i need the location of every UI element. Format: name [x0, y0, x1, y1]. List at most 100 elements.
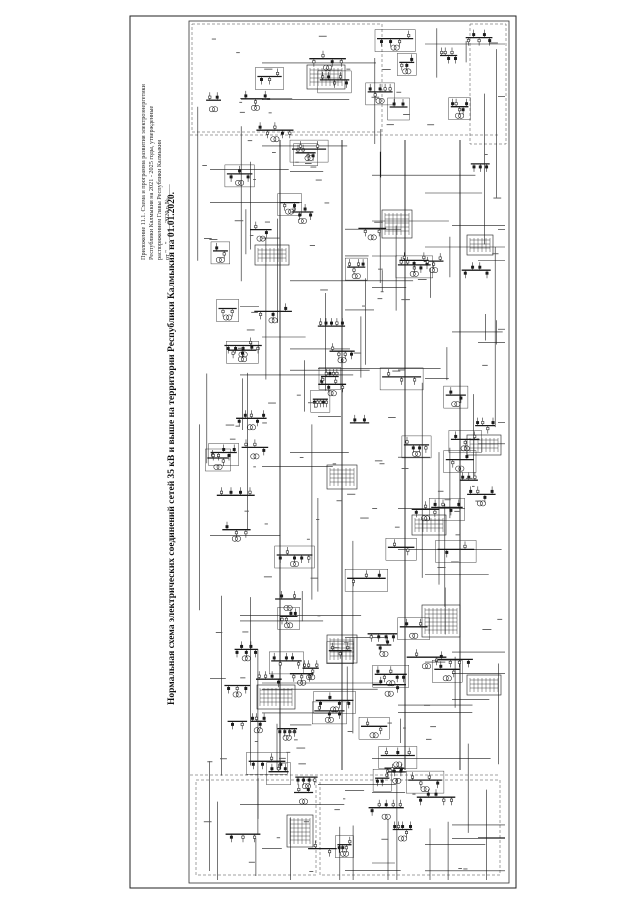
substation — [275, 591, 301, 611]
substation — [335, 835, 354, 858]
transformer-winding — [381, 813, 388, 820]
switchyard — [381, 209, 413, 239]
label-mark — [299, 457, 304, 458]
approval-annotation: Приложение 11.1. Схема и программа разви… — [140, 83, 171, 260]
circuit-breaker — [457, 502, 461, 506]
transformer-winding — [328, 717, 334, 723]
substation — [250, 221, 272, 242]
substation-outline — [379, 367, 424, 391]
label-mark — [371, 96, 380, 98]
label-mark — [379, 463, 385, 465]
circuit-breaker — [377, 573, 381, 577]
circuit-breaker — [458, 108, 462, 112]
circuit-breaker — [208, 95, 212, 99]
label-mark — [403, 114, 410, 115]
substation — [368, 799, 404, 820]
circuit-breaker — [442, 798, 446, 802]
circuit-breaker — [379, 680, 383, 684]
circuit-breaker — [235, 687, 239, 690]
circuit-breaker — [276, 72, 280, 75]
circuit-breaker — [258, 722, 262, 726]
transformer-winding — [420, 786, 427, 792]
circuit-breaker — [340, 321, 344, 325]
circuit-breaker — [237, 419, 241, 423]
substation — [432, 660, 463, 683]
label-mark — [220, 758, 227, 760]
transformer-winding — [219, 257, 225, 263]
substation — [224, 164, 255, 188]
label-mark — [272, 152, 276, 153]
circuit-breaker — [264, 674, 268, 678]
circuit-breaker — [491, 421, 495, 425]
label-mark — [493, 197, 502, 199]
drawing-frame — [188, 20, 510, 884]
label-mark — [303, 821, 309, 823]
substation-outline — [255, 67, 284, 90]
circuit-breaker — [405, 622, 409, 626]
label-mark — [472, 485, 475, 487]
annotation-line-3: распоряжением Главы Республики Калмыкия — [156, 140, 163, 260]
circuit-breaker — [406, 548, 410, 552]
label-mark — [324, 202, 330, 204]
label-mark — [244, 510, 249, 512]
label-mark — [372, 508, 378, 509]
label-mark — [482, 364, 488, 366]
circuit-breaker — [376, 669, 380, 673]
label-mark — [360, 517, 369, 519]
substation — [385, 538, 417, 561]
transformer-winding — [288, 208, 295, 215]
switchyard-outline — [466, 674, 502, 696]
label-mark — [246, 329, 255, 331]
circuit-breaker — [335, 321, 339, 325]
label-mark — [455, 534, 460, 536]
circuit-breaker — [391, 803, 395, 807]
circuit-breaker — [254, 100, 257, 104]
circuit-breaker — [278, 730, 282, 734]
substation — [435, 540, 477, 563]
transformer-winding — [297, 679, 303, 686]
transformer-winding — [256, 235, 263, 242]
label-mark — [378, 268, 383, 270]
circuit-breaker — [463, 271, 467, 275]
substation — [250, 713, 267, 734]
circuit-breaker — [454, 57, 457, 60]
circuit-breaker — [337, 701, 341, 705]
transformer-winding — [340, 850, 346, 857]
transformer-winding — [307, 155, 314, 161]
transformer-winding — [299, 798, 305, 805]
label-mark — [248, 861, 255, 863]
circuit-breaker — [380, 40, 383, 44]
substation — [224, 684, 251, 698]
circuit-breaker — [451, 102, 455, 106]
circuit-breaker — [409, 825, 412, 828]
substation — [387, 763, 406, 784]
circuit-breaker — [414, 510, 418, 514]
circuit-breaker — [385, 773, 389, 777]
circuit-breaker — [472, 165, 476, 169]
substation — [289, 139, 329, 163]
transformer-winding — [476, 500, 483, 507]
circuit-breaker — [254, 225, 258, 229]
transformer-winding — [458, 465, 465, 472]
circuit-breaker — [413, 378, 417, 382]
substation-outline — [224, 164, 255, 188]
substation-outline — [406, 770, 445, 794]
transformer-winding — [271, 317, 278, 324]
circuit-breaker — [386, 769, 390, 773]
label-mark — [306, 538, 310, 540]
transformer-winding — [253, 727, 260, 734]
circuit-breaker — [319, 701, 322, 705]
circuit-breaker — [411, 446, 415, 450]
circuit-breaker — [230, 310, 234, 313]
circuit-breaker — [262, 413, 266, 417]
circuit-breaker — [257, 674, 261, 678]
transformer-winding — [283, 605, 290, 611]
substation-outline — [358, 717, 390, 740]
circuit-breaker — [324, 372, 328, 375]
circuit-breaker — [350, 352, 353, 356]
transformer-winding — [235, 691, 242, 698]
circuit-breaker — [352, 268, 356, 272]
substation-outline — [443, 385, 469, 409]
switchyard-outline — [326, 634, 358, 664]
circuit-breaker — [482, 33, 486, 37]
